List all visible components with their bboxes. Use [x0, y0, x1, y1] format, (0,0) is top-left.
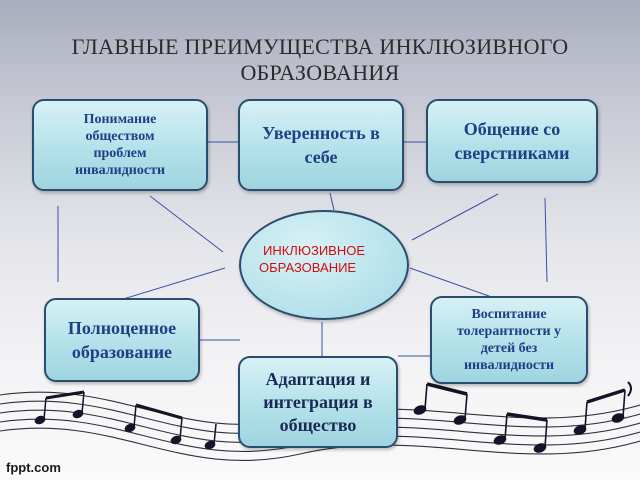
- slide-title: ГЛАВНЫЕ ПРЕИМУЩЕСТВА ИНКЛЮЗИВНОГО ОБРАЗО…: [0, 34, 640, 86]
- center-line-2: ОБРАЗОВАНИЕ: [259, 260, 357, 275]
- box-tolerance: Воспитание толерантности у детей без инв…: [430, 296, 588, 384]
- box-confidence-line-1: Уверенность в: [262, 123, 380, 143]
- box-understanding-line-1: Понимание: [83, 112, 157, 127]
- connector-understanding-center: [149, 195, 224, 253]
- box-communication-line-2: сверстниками: [454, 143, 570, 163]
- connector-tolerance-center: [409, 267, 501, 301]
- music-notes-decoration: [34, 381, 632, 453]
- box-full-education: Полноценное образование: [44, 298, 200, 382]
- title-line-2: ОБРАЗОВАНИЯ: [240, 60, 400, 85]
- center-ellipse: ИНКЛЮЗИВНОЕ ОБРАЗОВАНИЕ: [239, 210, 409, 320]
- box-confidence-line-2: себе: [304, 147, 338, 167]
- connector-fulleducation-center: [119, 267, 226, 301]
- box-full-education-line-1: Полноценное: [67, 318, 177, 338]
- box-confidence: Уверенность в себе: [238, 99, 404, 191]
- footer-watermark: fppt.com: [6, 460, 61, 475]
- box-full-education-line-2: образование: [71, 342, 173, 362]
- connector-confidence-center: [329, 192, 335, 211]
- box-communication: Общение со сверстниками: [426, 99, 598, 183]
- box-communication-line-1: Общение со: [463, 119, 561, 139]
- center-line-1: ИНКЛЮЗИВНОЕ: [263, 243, 366, 258]
- box-adaptation: Адаптация и интеграция в общество: [238, 356, 398, 448]
- box-understanding: Понимание обществом проблем инвалидности: [32, 99, 208, 191]
- box-understanding-line-3: проблем: [93, 146, 147, 161]
- box-tolerance-line-2: толерантности у: [456, 324, 562, 339]
- box-adaptation-line-3: общество: [279, 414, 357, 435]
- box-tolerance-line-3: детей без: [480, 341, 538, 356]
- connector-lines: [57, 141, 548, 357]
- box-adaptation-line-1: Адаптация и: [265, 368, 371, 389]
- connector-communication-tolerance: [544, 197, 548, 283]
- box-adaptation-line-2: интеграция в: [263, 391, 373, 412]
- box-tolerance-line-1: Воспитание: [471, 307, 547, 322]
- box-understanding-line-2: обществом: [85, 129, 155, 144]
- box-tolerance-line-4: инвалидности: [463, 358, 555, 373]
- title-line-1: ГЛАВНЫЕ ПРЕИМУЩЕСТВА ИНКЛЮЗИВНОГО: [71, 34, 569, 59]
- connector-communication-center: [411, 193, 499, 241]
- box-understanding-line-4: инвалидности: [74, 163, 166, 178]
